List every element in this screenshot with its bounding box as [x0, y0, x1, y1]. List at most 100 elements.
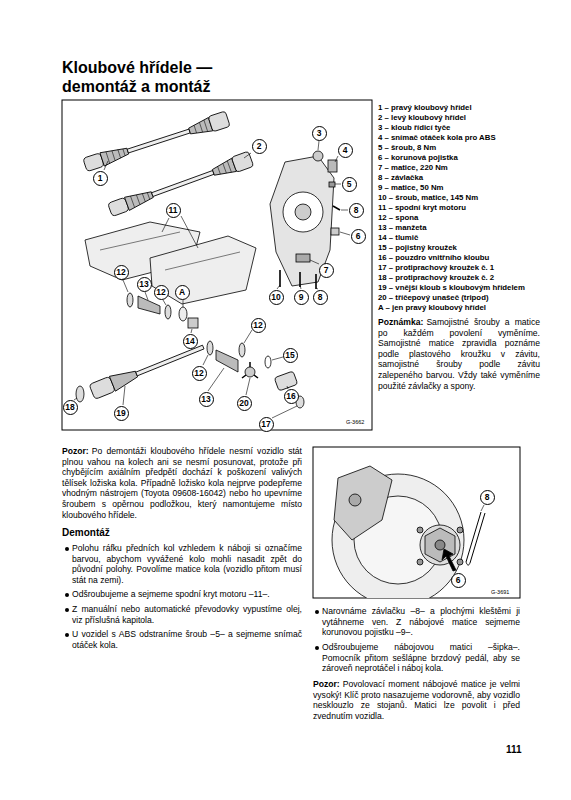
exploded-parts-part — [127, 293, 133, 307]
callout-number: 15 — [283, 348, 298, 363]
steering-knuckle-part — [333, 206, 340, 210]
callout-number: 3 — [312, 126, 327, 141]
callout-number: 6 — [451, 573, 466, 588]
leader-lines-part — [300, 285, 301, 289]
exploded-parts-part — [242, 362, 258, 378]
bullet-dot — [65, 547, 69, 551]
body-text: Povolovací moment nábojové matice je vel… — [313, 679, 520, 721]
steering-knuckle — [270, 151, 340, 289]
steering-knuckle-part — [296, 254, 310, 262]
leader-lines-part — [244, 330, 252, 343]
figure-code: G-3691 — [490, 589, 510, 595]
exploded-parts-part — [89, 340, 206, 400]
leader-lines-part — [74, 398, 77, 400]
brake-assembly-part — [417, 527, 423, 533]
exploded-parts-part — [265, 356, 271, 368]
leader-lines-part — [145, 292, 148, 300]
brake-assembly-part — [435, 540, 445, 550]
exploded-parts-part-part — [109, 367, 139, 392]
leader-lines-part — [277, 285, 280, 289]
brake-assembly-part — [457, 559, 463, 565]
callout-number: 10 — [269, 290, 284, 305]
bullet-dot — [65, 593, 69, 597]
bullet-dot — [315, 646, 319, 650]
brake-assembly-part — [349, 494, 361, 506]
callout-number: 4 — [338, 143, 353, 158]
callout-number: 5 — [342, 177, 357, 192]
body-text: Po demontáži kloubového hřídele nesmí vo… — [62, 446, 302, 520]
bullet-text: U vozidel s ABS odstraníme šroub –5– a s… — [72, 629, 302, 650]
parts-list-item: 20 – tříčepový unašeč (tripod) — [378, 293, 540, 302]
leader-lines-part — [244, 153, 251, 158]
drive-shafts-part — [83, 111, 231, 173]
callout-number: 12 — [192, 366, 207, 381]
note-label: Pozor: — [313, 679, 340, 690]
leader-lines-part — [246, 378, 250, 395]
leader-lines-part — [340, 232, 350, 235]
steering-knuckle-part — [331, 228, 339, 235]
callout-number: 7 — [319, 263, 334, 278]
steering-knuckle-part — [270, 156, 334, 286]
parts-list-item: 17 – protiprachový kroužek č. 1 — [378, 263, 540, 272]
figure-frame-part — [62, 100, 372, 430]
brake-assembly-part — [425, 528, 455, 562]
leader-lines-part — [104, 161, 108, 170]
exploded-parts — [76, 293, 304, 408]
note-label: Poznámka: — [378, 317, 423, 328]
parts-list-item: A – jen pravý kloubový hřídel — [378, 303, 540, 312]
exploded-parts-part — [165, 305, 171, 319]
callout-number: 13 — [137, 277, 152, 292]
steering-knuckle-part — [328, 160, 337, 172]
leader-lines-part — [272, 406, 297, 418]
parts-list-item: 13 – manžeta — [378, 223, 540, 232]
leader-lines-part — [162, 216, 198, 248]
leader-lines-part — [316, 288, 318, 289]
brake-assembly-part — [457, 527, 463, 533]
brake-assembly-part — [417, 559, 423, 565]
parts-list-item: 2 – levý kloubový hřídel — [378, 113, 540, 122]
leader-lines-part — [318, 141, 319, 150]
note-label: Pozor: — [62, 446, 89, 457]
callout-number: 9 — [294, 290, 309, 305]
parts-list-item: 14 – tlumič — [378, 233, 540, 242]
brake-assembly-part — [442, 549, 456, 571]
bullet-text: Odšroubujeme a sejmeme spodní kryt motor… — [72, 589, 302, 600]
leader-lines-part — [272, 357, 283, 360]
leader-lines-part — [481, 505, 484, 511]
callout-number: 16 — [284, 389, 299, 404]
leader-lines-part — [341, 210, 348, 211]
parts-list-item: 9 – matice, 50 Nm — [378, 183, 540, 192]
parts-list-item: 3 – kloub řídicí tyče — [378, 123, 540, 132]
leader-lines-part — [123, 386, 125, 405]
exploded-parts-part — [76, 386, 84, 402]
bullet-text: Z manuální nebo automatické převodovky v… — [72, 604, 302, 625]
callout-number: 2 — [252, 139, 267, 154]
parts-list-item: 12 – spona — [378, 213, 540, 222]
leader-lines-part — [183, 300, 184, 307]
callout-number: 12 — [114, 265, 129, 280]
exploded-parts-part — [179, 307, 187, 321]
callout-number: 8 — [349, 203, 364, 218]
exploded-parts-part — [274, 371, 298, 391]
callout-number: 11 — [166, 203, 181, 218]
section-heading: Demontáž — [62, 527, 110, 539]
brake-assembly-part — [466, 512, 485, 563]
steering-knuckle-part — [280, 270, 316, 289]
callout-number: 12 — [251, 318, 266, 333]
bullet-dot — [65, 608, 69, 612]
parts-list-item: 5 – šroub, 8 Nm — [378, 143, 540, 152]
parts-list-item: 8 – závlačka — [378, 173, 540, 182]
parts-list-item: 6 – korunová pojistka — [378, 153, 540, 162]
callout-number: 14 — [183, 334, 198, 349]
bullet-dot — [65, 633, 69, 637]
leader-lines-part — [203, 355, 208, 365]
callout-number: 8 — [480, 490, 495, 505]
brake-assembly — [332, 466, 485, 598]
brake-assembly-part — [466, 562, 470, 565]
callout-number: 13 — [199, 392, 214, 407]
drive-shafts-part — [107, 151, 253, 217]
parts-list-item: 1 – pravý kloubový hřídel — [378, 103, 540, 112]
brake-assembly-part — [420, 525, 460, 565]
page-number: 111 — [506, 744, 522, 755]
parts-list-item: 19 – vnější kloub s kloubovým hřídelem — [378, 283, 540, 292]
